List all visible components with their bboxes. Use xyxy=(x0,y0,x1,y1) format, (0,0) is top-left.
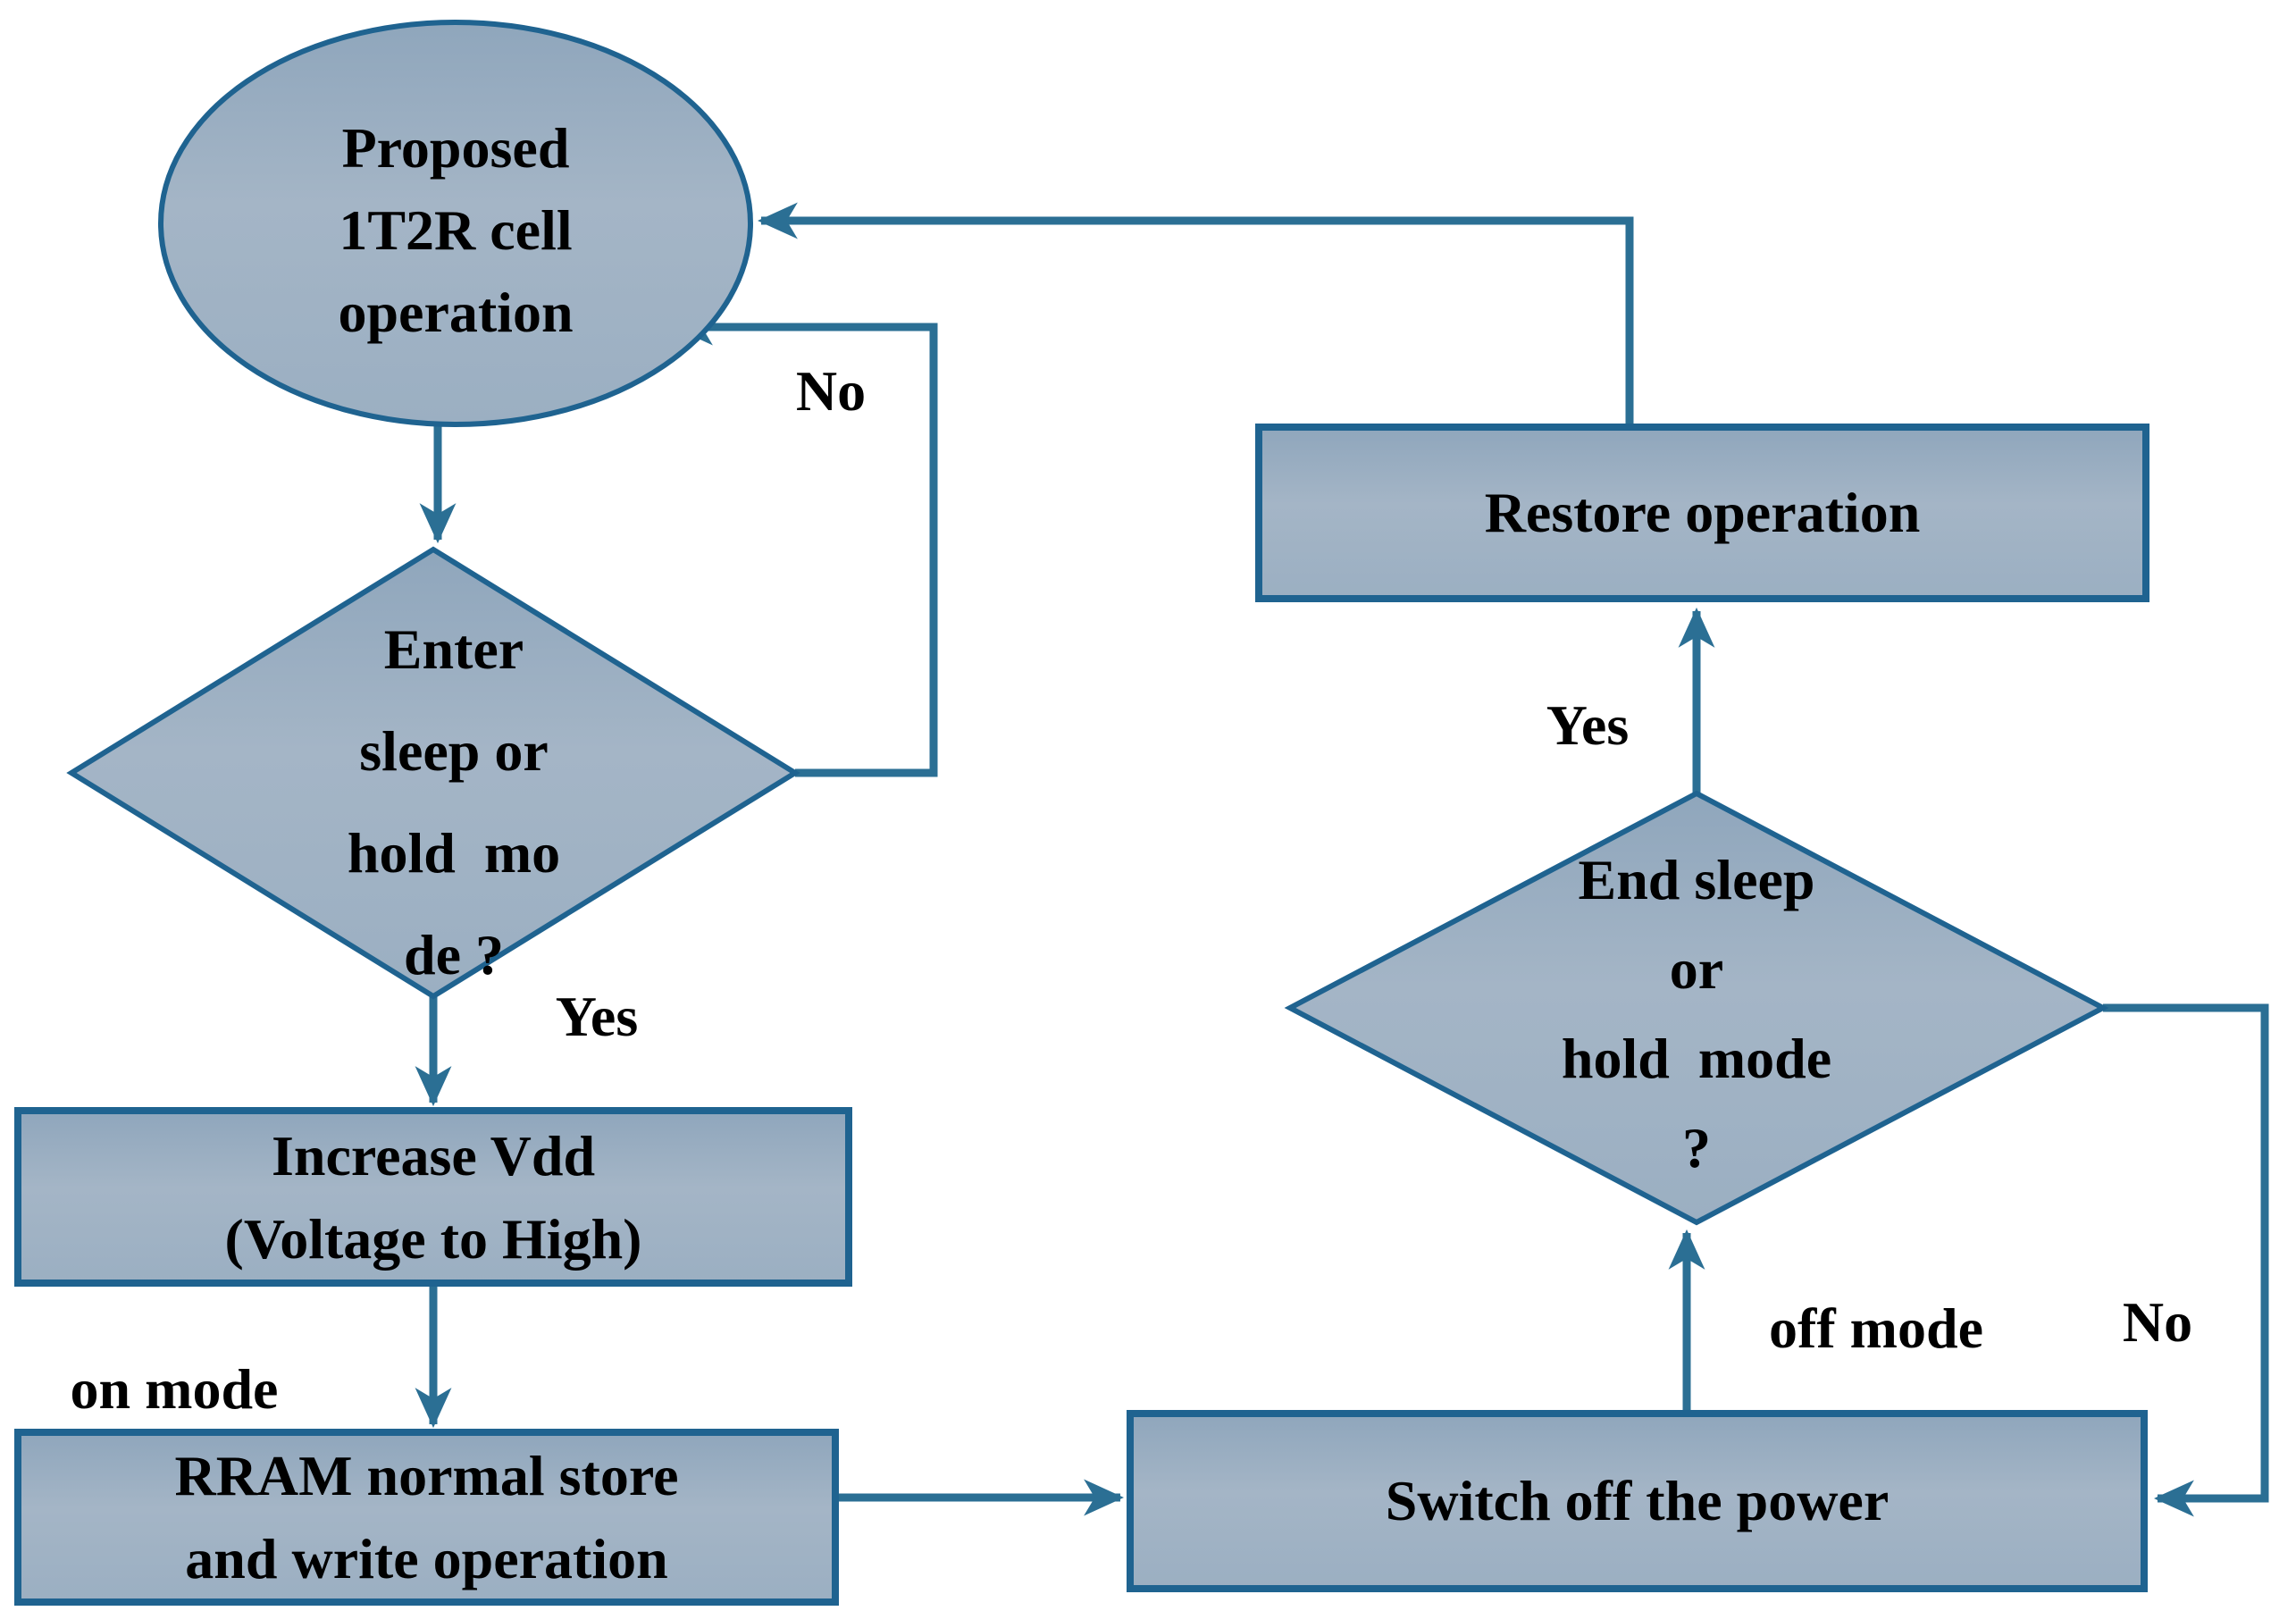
rram-box xyxy=(14,1429,839,1606)
increase-vdd-box xyxy=(14,1107,852,1287)
switch-off-box xyxy=(1127,1410,2148,1592)
arrow-restore-to-ellipse xyxy=(757,202,1634,427)
end-sleep-diamond xyxy=(1284,790,2109,1226)
arrow-no-branch-to-switch-off xyxy=(2103,1003,2269,1517)
start-ellipse xyxy=(158,20,753,427)
arrow-no-loop-to-ellipse xyxy=(672,308,938,777)
restore-box xyxy=(1255,424,2149,602)
enter-sleep-diamond xyxy=(66,546,800,1000)
